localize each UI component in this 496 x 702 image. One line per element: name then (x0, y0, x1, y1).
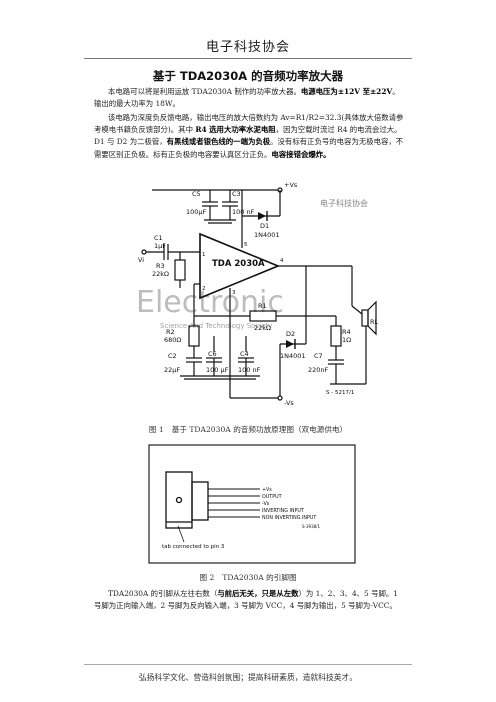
paragraph-text: 本电路可以将是利用运放 TDA2030A 制作的功率放大器。 (108, 87, 301, 96)
paragraph-intro: 本电路可以将是利用运放 TDA2030A 制作的功率放大器。电源电压为±12V … (94, 86, 404, 110)
watermark-big: Electronic (136, 285, 284, 320)
figure-caption-text: 基于 TDA2030A 的音频功放原理图（双电源供电） (171, 425, 348, 434)
label-c1: C1 (154, 234, 163, 242)
label-c6: C6 (208, 350, 217, 358)
label-c4-value: 100 nF (238, 366, 261, 374)
label-r1-value: 22kΩ (254, 324, 271, 332)
pin-3: 3 (232, 290, 236, 296)
label-vi: Vi (138, 256, 144, 264)
paragraph-text: 该电路为深度负反馈电路，输出电压的放大倍数约为 Av=R1/R2=32.3(具体… (94, 113, 404, 135)
label-r3: R3 (156, 262, 165, 270)
paragraph-text: TDA2030A 的引脚从左往右数（ (108, 589, 218, 598)
watermark-small: Science And Technology Society (160, 322, 272, 330)
pin-2: 2 (202, 286, 206, 292)
label-c2-value: 22µF (164, 366, 180, 374)
figure-caption-text: TDA2030A 的引脚图 (222, 573, 297, 582)
tab-note: tab connected to pin 3 (162, 544, 225, 550)
paragraph-circuit-notes: 该电路为深度负反馈电路，输出电压的放大倍数约为 Av=R1/R2=32.3(具体… (94, 112, 404, 161)
label-c5: C5 (192, 190, 201, 198)
label-d1: D1 (260, 222, 269, 230)
label-c3: C3 (232, 190, 241, 198)
watermark-top: 电子科技协会 (320, 198, 368, 208)
figure-1-caption: 图 1 基于 TDA2030A 的音频功放原理图（双电源供电） (0, 424, 496, 435)
pin-label: OUTPUT (262, 494, 282, 500)
pinout-figure: +Vs OUTPUT -Vs INVERTING INPUT NON INVER… (148, 444, 356, 564)
label-r4: R4 (342, 328, 351, 336)
label-c3-value: 100 nF (232, 208, 255, 216)
paragraph-bold: 与前后无关，只是从左数 (217, 589, 299, 598)
figure-label: 图 1 (148, 425, 164, 434)
label-c5-value: 100µF (186, 208, 207, 216)
header-divider (84, 58, 412, 59)
document-title: 基于 TDA2030A 的音频功率放大器 (152, 69, 344, 83)
label-c1-value: 1µF (154, 242, 166, 250)
chip-label: TDA 2030A (212, 259, 265, 269)
paragraph-bold: 电容接错会爆炸。 (271, 149, 331, 159)
paragraph-text: ，因为空载时流过 R4 的电流会过大。D1 与 D2 为二极管， (94, 125, 402, 147)
footer-divider (84, 664, 412, 665)
paragraph-text: ）为 1、2、3、4、5 号脚。1 号脚为正向输入端，2 号脚为反向输入端，3 … (94, 589, 398, 611)
label-d2: D2 (286, 330, 295, 338)
diode-icon (258, 212, 266, 220)
label-vplus: +Vs (284, 181, 298, 189)
figure-label: 图 2 (199, 573, 215, 582)
label-r4-value: 1Ω (342, 336, 351, 344)
label-rl: RL (370, 318, 379, 326)
label-r3-value: 22kΩ (152, 270, 169, 278)
pin-4: 4 (280, 258, 284, 264)
pin-5: 5 (244, 242, 248, 248)
figure-2-caption: 图 2 TDA2030A 的引脚图 (0, 572, 496, 583)
label-c2: C2 (168, 352, 177, 360)
label-r2-value: 680Ω (164, 336, 181, 344)
label-r1: R1 (258, 302, 267, 310)
pin-label: -Vs (262, 501, 270, 507)
schematic-ref: S - 5217/1 (326, 390, 354, 396)
label-c4: C4 (240, 350, 249, 358)
label-d2-value: 1N4001 (280, 352, 306, 360)
label-c6-value: 100 µF (206, 366, 229, 374)
paragraph-text: 。没有标有正负号的电容为无极电容，不需要区别正负极。标有正负极的电容要认真区分正… (94, 137, 404, 159)
label-r2: R2 (166, 328, 175, 336)
pin-label: INVERTING INPUT (262, 508, 304, 514)
label-d1-value: 1N4001 (254, 231, 280, 239)
paragraph-bold: 电源电压为±12V 至±22V (300, 87, 393, 96)
label-vminus: -Vs (284, 399, 294, 407)
pinout-ref: S-3938/1 (302, 524, 321, 529)
page-header: 电子科技协会 (205, 40, 290, 55)
pin-1: 1 (202, 252, 206, 258)
page-footer: 弘扬科学文化、营造科创氛围；提高科研素质，造就科技英才。 (138, 673, 358, 682)
schematic-figure: 电子科技协会 Electronic Science And Technology… (136, 181, 379, 407)
label-c7-value: 220nF (308, 366, 329, 374)
diode-icon (286, 340, 294, 348)
pin-label: NON INVERTING INPUT (262, 515, 316, 521)
paragraph-pinout: TDA2030A 的引脚从左往右数（与前后无关，只是从左数）为 1、2、3、4、… (94, 588, 404, 612)
label-c7: C7 (314, 352, 323, 360)
paragraph-bold: R4 选用大功率水泥电阻 (195, 125, 276, 135)
paragraph-bold: 有黑线或者银色线的一端为负极 (166, 137, 271, 147)
paragraph-text: 。输出的最大功率为 18W。 (94, 87, 400, 109)
pin-label: +Vs (262, 487, 272, 493)
